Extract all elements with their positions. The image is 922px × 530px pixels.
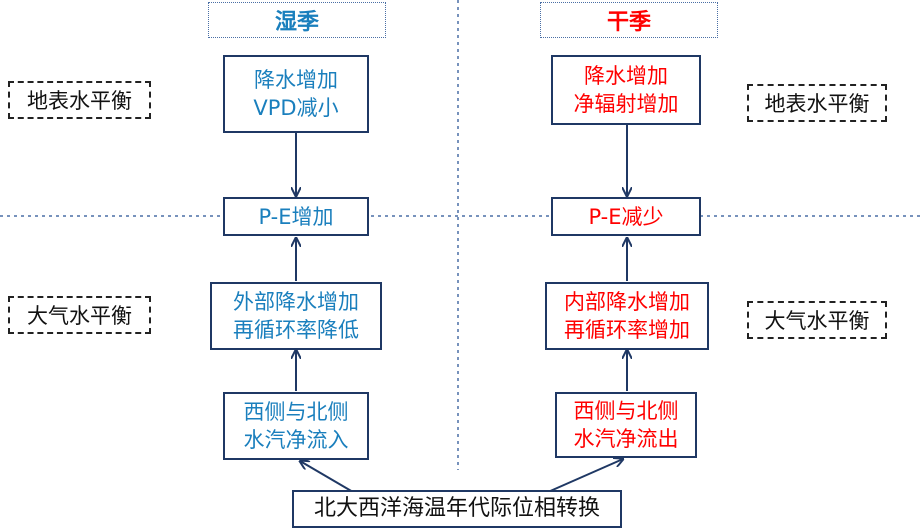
wet-surface-box: 降水增加 VPD减小 [223,55,369,133]
dry-season-title: 干季 [540,2,718,38]
dry-pe-text: P-E减少 [588,204,664,229]
driver-text: 北大西洋海温年代际位相转换 [313,496,600,521]
driver-arrow-to-dry [547,459,623,493]
wet-atmos-line-1: 外部降水增加 [233,290,359,314]
wet-flux-box: 西侧与北侧 水汽净流入 [223,392,369,460]
atmos-balance-label-right: 大气水平衡 [747,301,887,339]
dry-flux-box: 西侧与北侧 水汽净流出 [555,392,697,458]
wet-flux-line-2: 水汽净流入 [243,428,349,452]
dry-surface-line-1: 降水增加 [584,64,668,88]
dry-flux-line-2: 水汽净流出 [573,427,679,451]
dry-flux-line-1: 西侧与北侧 [573,399,679,423]
wet-atmos-line-2: 再循环率降低 [233,318,359,342]
dry-surface-line-2: 净辐射增加 [573,92,679,116]
atmos-balance-label-left: 大气水平衡 [8,296,151,334]
surface-balance-label-right: 地表水平衡 [747,84,887,122]
dry-pe-box: P-E减少 [551,197,701,236]
wet-surface-line-2: VPD减小 [253,96,339,120]
driver-arrow-to-wet [300,461,354,493]
dry-surface-box: 降水增加 净辐射增加 [551,55,701,125]
dry-atmos-line-2: 再循环率增加 [564,318,690,342]
wet-pe-text: P-E增加 [258,204,334,229]
wet-flux-line-1: 西侧与北侧 [243,400,349,424]
surface-balance-label-left: 地表水平衡 [8,81,151,119]
wet-pe-box: P-E增加 [223,197,369,236]
wet-surface-line-1: 降水增加 [254,68,338,92]
dry-atmos-box: 内部降水增加 再循环率增加 [545,282,709,350]
driver-box: 北大西洋海温年代际位相转换 [292,490,622,528]
dry-atmos-line-1: 内部降水增加 [564,290,690,314]
wet-atmos-box: 外部降水增加 再循环率降低 [210,282,382,350]
wet-season-title: 湿季 [208,2,386,38]
